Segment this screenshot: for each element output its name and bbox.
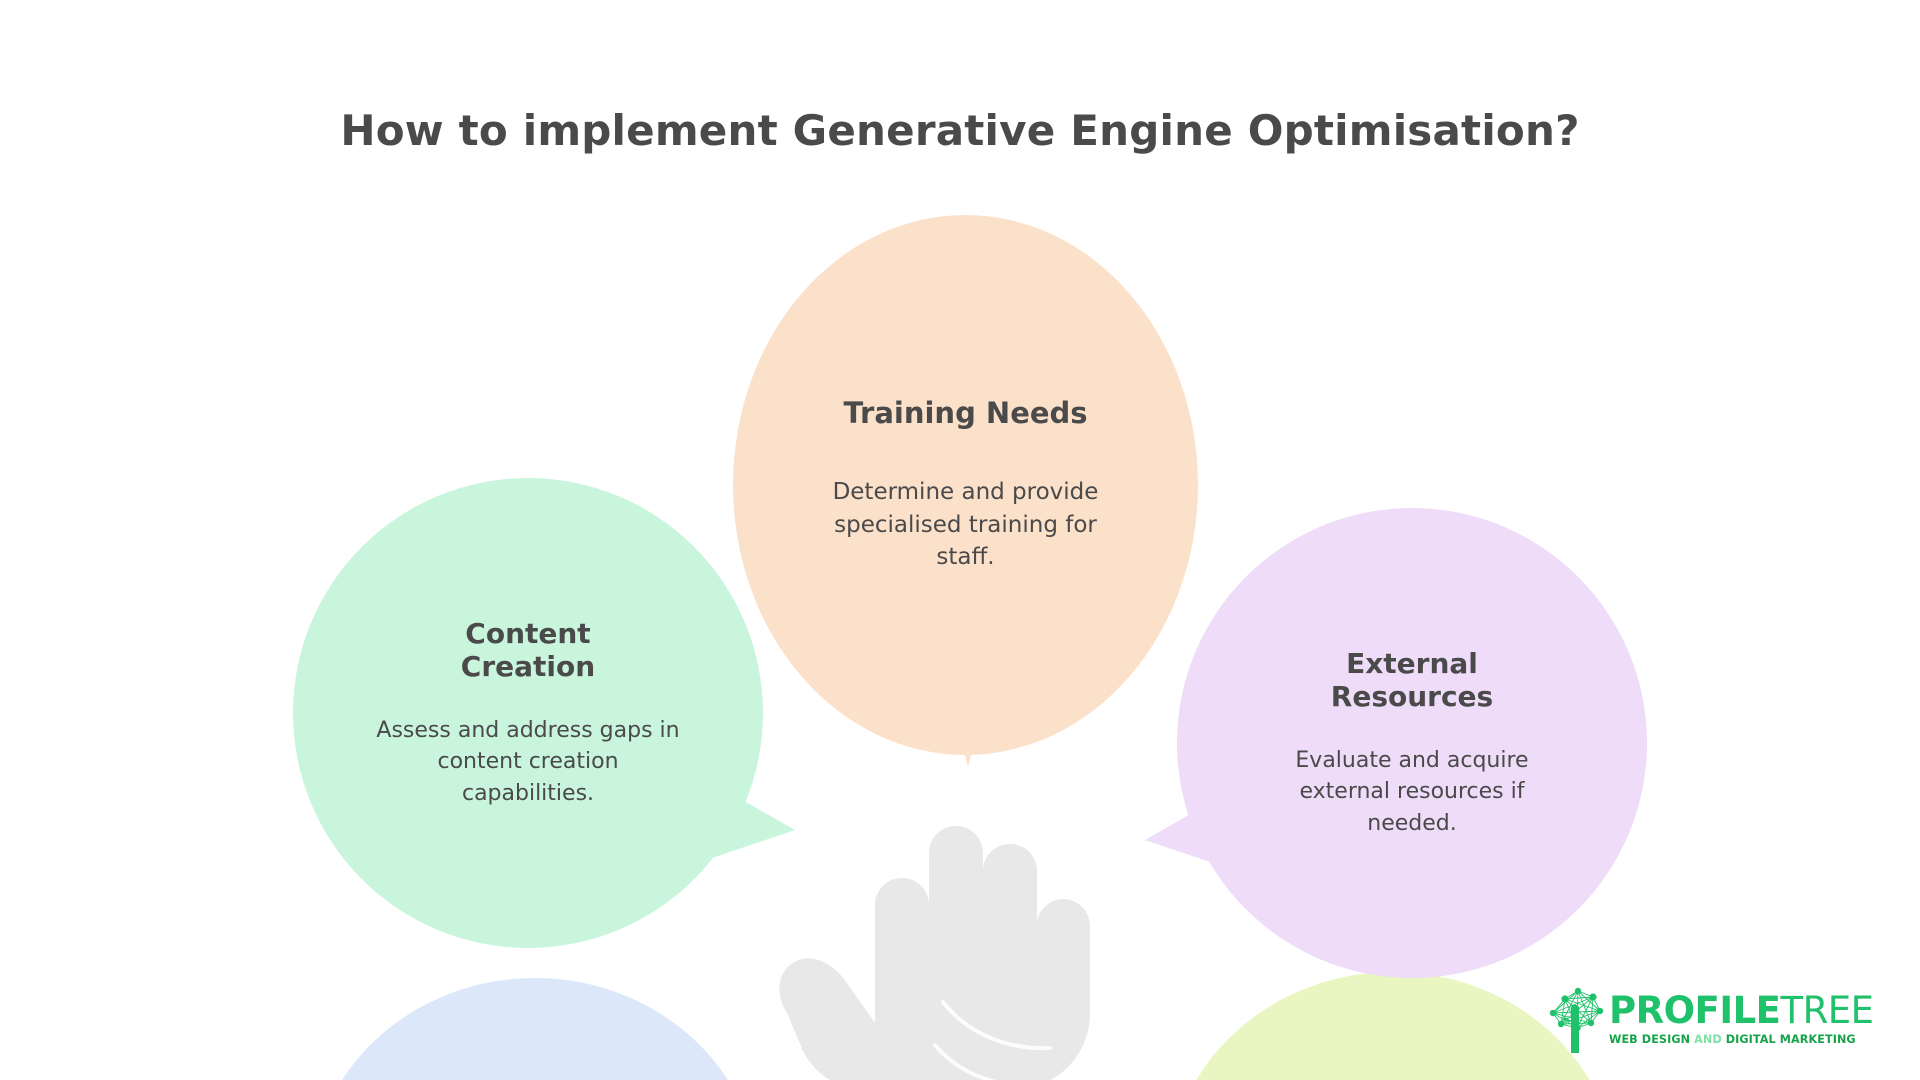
bubble-external-resources[interactable]: External Resources Evaluate and acquire … bbox=[1177, 508, 1647, 978]
open-hand-illustration bbox=[779, 826, 1090, 1080]
bubble-body-content-creation: Assess and address gaps in content creat… bbox=[376, 718, 680, 806]
logo-wordmark: PROFILETREE bbox=[1609, 992, 1874, 1029]
logo-tagline-part3: DIGITAL MARKETING bbox=[1725, 1033, 1856, 1047]
logo-tagline-part1: WEB DESIGN bbox=[1609, 1033, 1695, 1047]
bubble-body-training-needs: Determine and provide specialised traini… bbox=[832, 479, 1099, 571]
bubble-training-needs[interactable]: Training Needs Determine and provide spe… bbox=[733, 215, 1198, 755]
bubble-body-external-resources: Evaluate and acquire external resources … bbox=[1295, 748, 1529, 836]
logo-tagline-part2: AND bbox=[1694, 1033, 1726, 1047]
page-title: How to implement Generative Engine Optim… bbox=[340, 106, 1580, 156]
logo-word-profile: PROFILE bbox=[1609, 989, 1781, 1033]
logo-word-tree: TREE bbox=[1780, 989, 1874, 1033]
decorative-partial-bubble-blue bbox=[310, 978, 760, 1080]
bubble-title-content-creation: Content Creation bbox=[460, 617, 596, 684]
bubble-title-training-needs: Training Needs bbox=[843, 395, 1088, 430]
tree-network-icon bbox=[1549, 987, 1604, 1053]
logo-tagline: WEB DESIGN AND DIGITAL MARKETING bbox=[1609, 1034, 1874, 1045]
logo-text-group: PROFILETREE WEB DESIGN AND DIGITAL MARKE… bbox=[1609, 992, 1874, 1045]
bubble-title-external-resources: External Resources bbox=[1330, 647, 1494, 714]
profiletree-logo[interactable]: PROFILETREE WEB DESIGN AND DIGITAL MARKE… bbox=[1545, 978, 1874, 1060]
bubble-content-creation[interactable]: Content Creation Assess and address gaps… bbox=[293, 478, 763, 948]
